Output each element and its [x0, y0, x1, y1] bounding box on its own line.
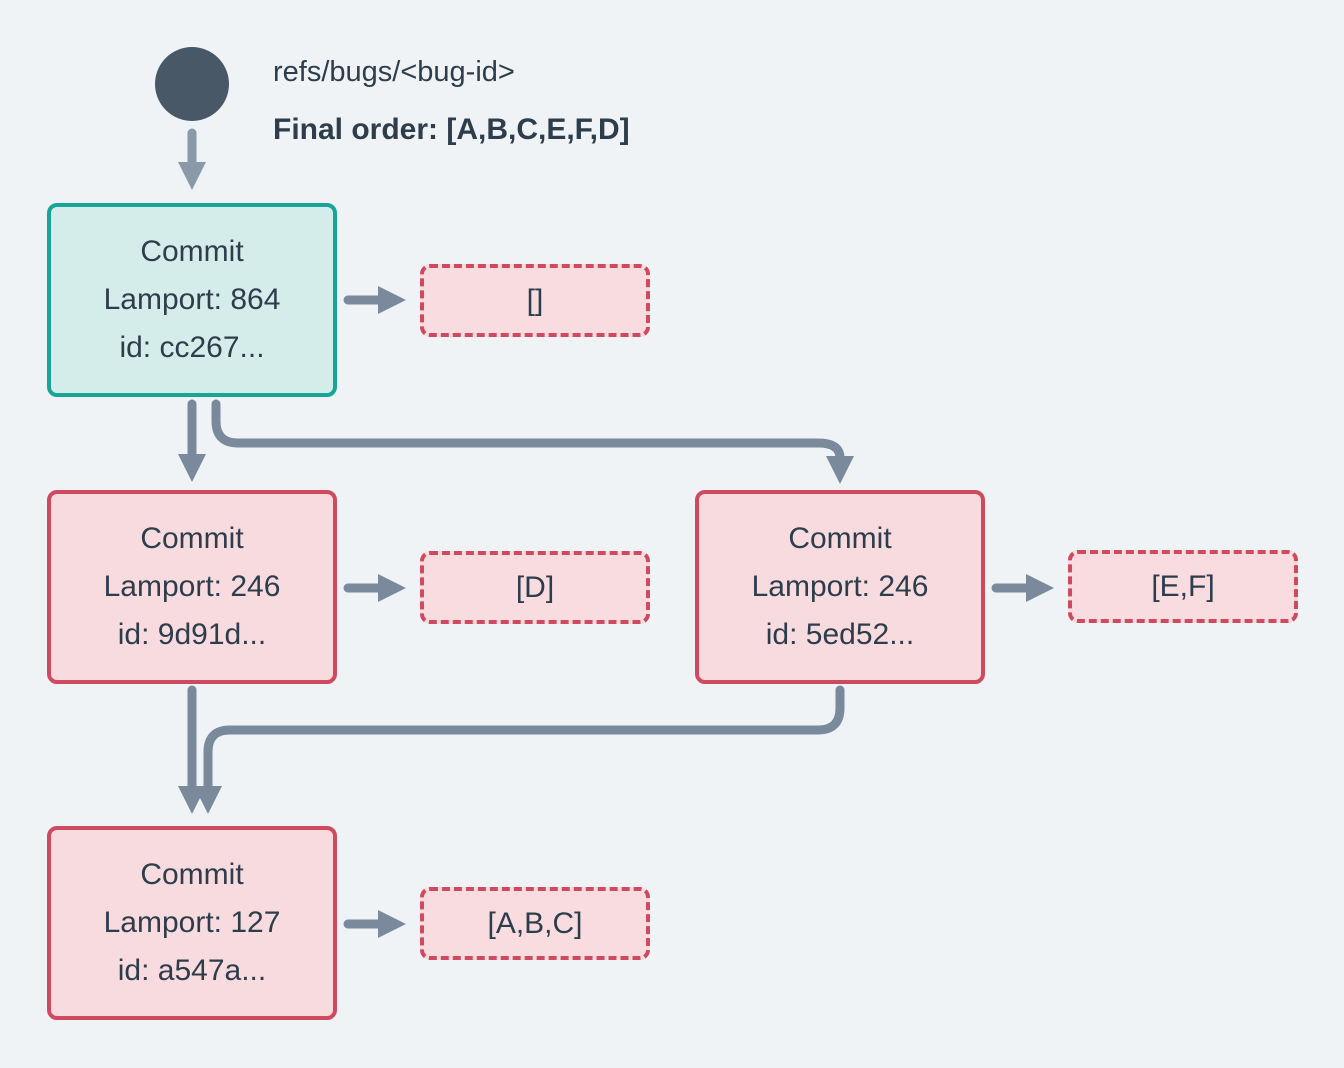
- ops-box-left: [D]: [420, 551, 650, 624]
- commit-node-bottom: Commit Lamport: 127 id: a547a...: [47, 826, 337, 1020]
- arrow-root-to-left: [178, 399, 206, 482]
- ops-list: []: [526, 283, 544, 317]
- arrow-bottom-to-ops: [343, 910, 406, 938]
- commit-title: Commit: [788, 522, 892, 555]
- commit-title: Commit: [140, 522, 244, 555]
- arrow-root-to-right: [211, 399, 854, 484]
- commit-lamport: Lamport: 127: [103, 906, 281, 939]
- final-order-label: Final order: [A,B,C,E,F,D]: [273, 113, 630, 146]
- commit-title: Commit: [140, 235, 244, 268]
- ops-box-bottom: [A,B,C]: [420, 887, 650, 960]
- arrow-right-to-ops: [991, 574, 1054, 602]
- commit-id: id: a547a...: [117, 954, 267, 987]
- ops-list: [D]: [515, 570, 555, 604]
- arrow-left-to-bottom: [178, 685, 206, 814]
- branch-ref-circle: [155, 47, 229, 121]
- ops-list: [E,F]: [1151, 569, 1215, 603]
- arrow-right-to-bottom: [194, 685, 845, 814]
- commit-node-left: Commit Lamport: 246 id: 9d91d...: [47, 490, 337, 684]
- commit-id: id: cc267...: [119, 331, 265, 364]
- commit-id: id: 5ed52...: [765, 618, 915, 651]
- ops-box-root: []: [420, 264, 650, 337]
- branch-ref-label: refs/bugs/<bug-id>: [273, 56, 515, 88]
- commit-lamport: Lamport: 864: [103, 283, 281, 316]
- arrow-root-to-ops: [343, 286, 406, 314]
- commit-lamport: Lamport: 246: [751, 570, 929, 603]
- arrow-ref-to-root: [178, 128, 206, 190]
- commit-id: id: 9d91d...: [117, 618, 267, 651]
- ops-list: [A,B,C]: [487, 906, 583, 940]
- commit-title: Commit: [140, 858, 244, 891]
- arrow-left-to-ops: [343, 574, 406, 602]
- commit-node-right: Commit Lamport: 246 id: 5ed52...: [695, 490, 985, 684]
- commit-lamport: Lamport: 246: [103, 570, 281, 603]
- commit-node-root: Commit Lamport: 864 id: cc267...: [47, 203, 337, 397]
- ops-box-right: [E,F]: [1068, 550, 1298, 623]
